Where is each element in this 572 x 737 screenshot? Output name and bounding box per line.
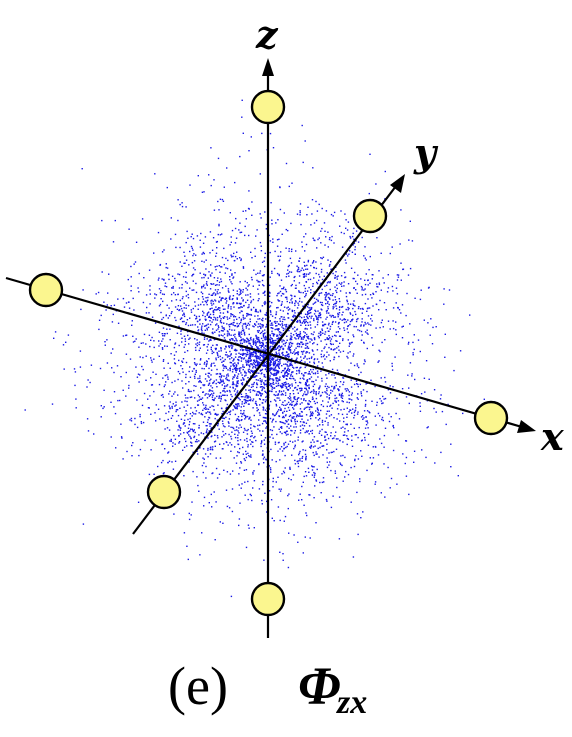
atom-y-lower <box>146 474 182 510</box>
x-axis-label: x <box>540 414 565 459</box>
phi-symbol: Φ <box>298 656 341 716</box>
z-axis-arrowhead <box>262 58 274 76</box>
y-axis-label: y <box>413 130 439 175</box>
figure-caption: (e) Φ zx <box>0 655 572 730</box>
atom-x-left <box>28 272 64 308</box>
panel-label: (e) <box>168 656 228 716</box>
z-axis-label: z <box>255 12 279 57</box>
y-axis-line <box>132 185 397 535</box>
electron-density-cloud <box>24 99 496 605</box>
atom-z-bottom <box>250 581 286 617</box>
x-axis-arrowhead <box>517 420 536 433</box>
y-axis-arrowhead <box>390 174 405 193</box>
phi-subscript: zx <box>337 684 368 721</box>
atom-x-right <box>473 400 509 436</box>
x-axis-line <box>5 276 523 429</box>
atom-z-top <box>250 89 286 125</box>
atom-y-upper <box>352 198 388 234</box>
